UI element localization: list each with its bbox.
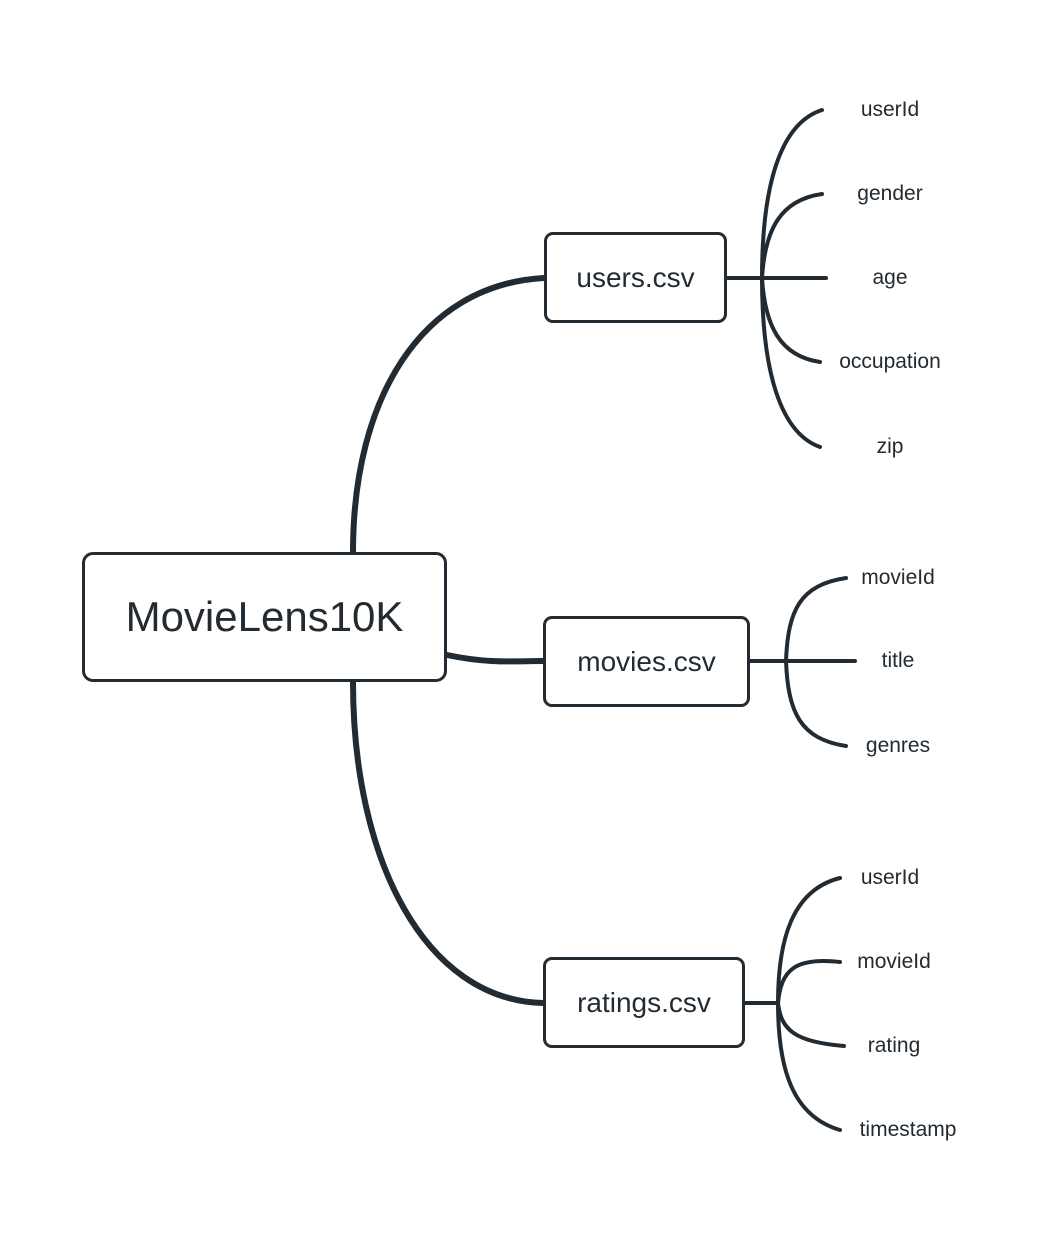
leaf-movies-title: title [881, 649, 915, 672]
node-branch-users-csv[interactable]: users.csv [544, 232, 727, 323]
edge-root-ratings [350, 679, 546, 1006]
leaf-movies-genres: genres [865, 734, 931, 757]
leaf-ratings-rating: rating [867, 1034, 921, 1057]
node-root-label: MovieLens10K [125, 593, 404, 640]
edge-ratings-userid [776, 876, 842, 1005]
leaf-users-occupation: occupation [839, 350, 941, 373]
edge-ratings-timestamp [776, 1001, 842, 1132]
node-branch-ratings-csv[interactable]: ratings.csv [543, 957, 745, 1048]
leaf-users-gender: gender [857, 182, 923, 205]
edge-root-movies [444, 652, 546, 665]
edge-root-users [350, 275, 547, 555]
leaf-users-zip: zip [876, 435, 904, 458]
edge-users-zip [760, 276, 822, 449]
leaf-ratings-movieid: movieId [857, 950, 931, 973]
node-branch-label: users.csv [576, 261, 695, 293]
edge-users-gender [760, 192, 824, 280]
leaf-users-userid: userId [860, 98, 920, 121]
edge-movies-movieid [784, 576, 848, 663]
leaf-ratings-userid: userId [860, 866, 920, 889]
node-branch-label: movies.csv [577, 645, 716, 677]
node-branch-movies-csv[interactable]: movies.csv [543, 616, 750, 707]
leaf-movies-movieid: movieId [861, 566, 935, 589]
edge-ratings-movieid [776, 959, 842, 1005]
edge-movies-genres [784, 659, 848, 748]
leaf-ratings-timestamp: timestamp [859, 1118, 957, 1141]
leaf-users-age: age [872, 266, 908, 289]
node-branch-label: ratings.csv [577, 986, 711, 1018]
edge-users-userid [760, 108, 824, 280]
node-root-movielens10k[interactable]: MovieLens10K [82, 552, 447, 682]
edge-ratings-rating [776, 1001, 846, 1048]
edge-users-occupation [760, 276, 822, 364]
